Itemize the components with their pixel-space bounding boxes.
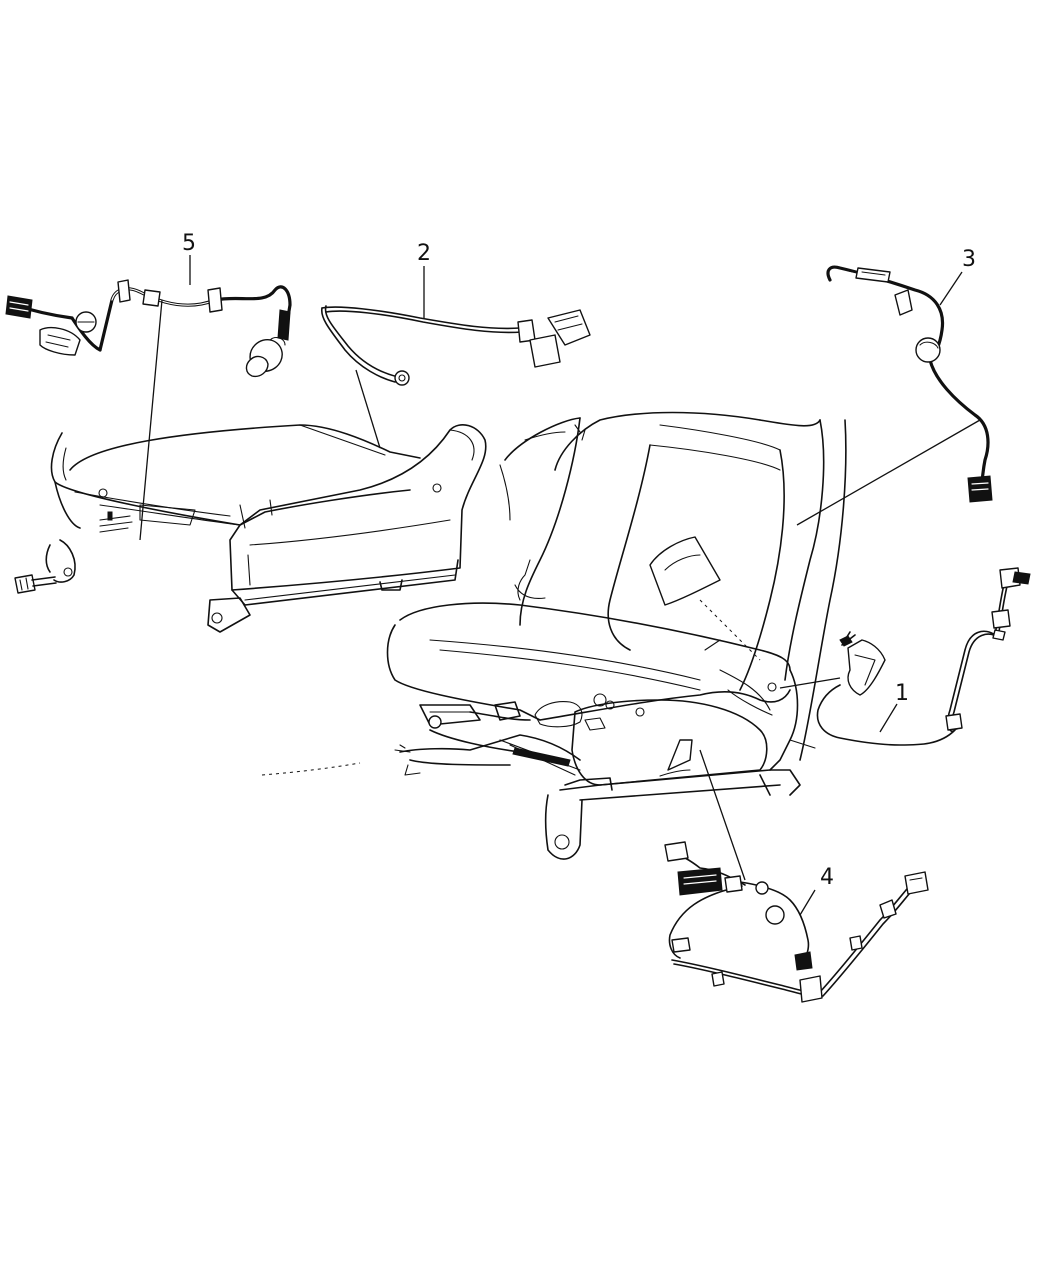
harness-5 [5,279,292,378]
callout-2: 2 [417,241,431,266]
callout-5: 5 [182,231,196,256]
harness-2 [320,305,591,386]
callout-4: 4 [820,865,834,890]
right-seat [261,411,847,860]
harness-4 [664,841,929,1003]
bolt-and-clip [14,539,76,594]
harness-1 [816,567,1031,746]
callout-1: 1 [895,681,909,706]
callouts: 5 2 3 1 4 [182,231,976,890]
callout-3: 3 [962,247,976,272]
leader-lines [139,255,981,916]
harness-3 [826,265,993,503]
left-seat-cushion [50,424,487,633]
